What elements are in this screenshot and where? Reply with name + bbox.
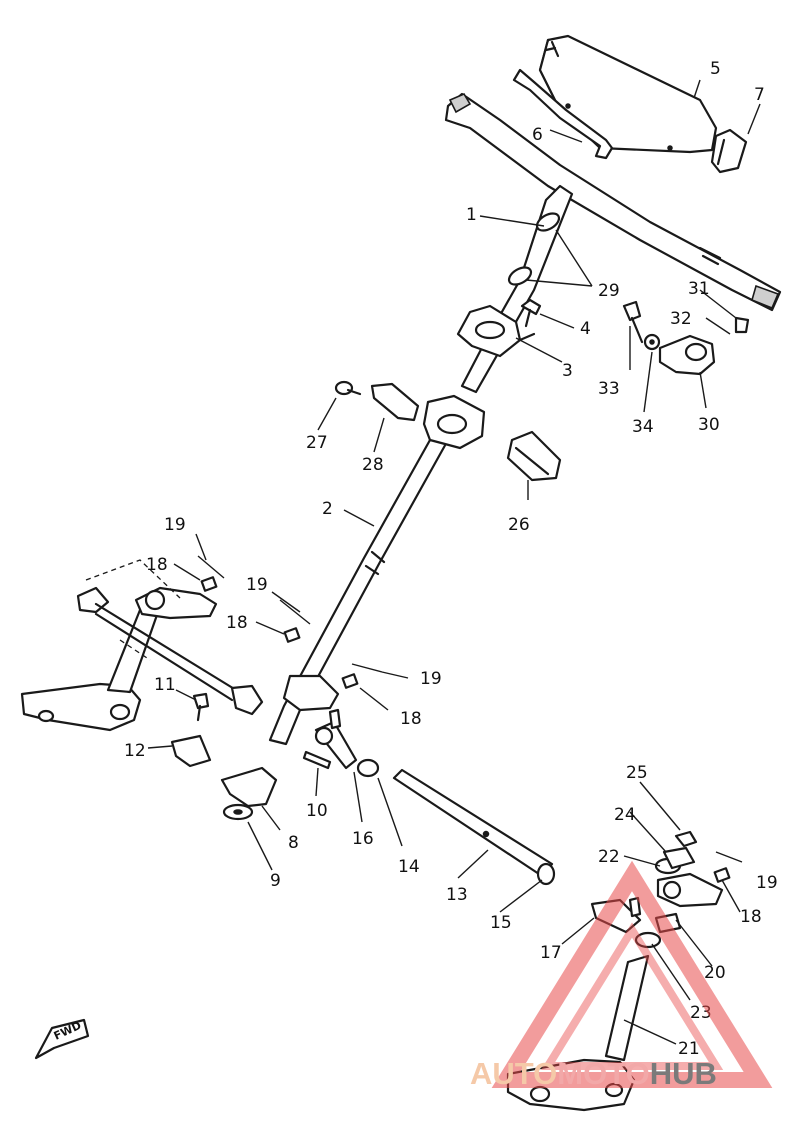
callout-19-c: 19 <box>420 669 442 689</box>
nut-part-18-lower <box>341 673 359 689</box>
watermark-moto: MOTO <box>557 1056 649 1091</box>
bolt-part-11 <box>192 692 210 722</box>
callout-30: 30 <box>698 415 720 435</box>
clamp-part-30 <box>658 334 716 376</box>
callout-19-a: 19 <box>164 515 186 535</box>
bolt-part-27 <box>334 380 362 396</box>
callout-18-b: 18 <box>226 613 248 633</box>
callout-33: 33 <box>598 379 620 399</box>
nut-part-18-center <box>283 627 301 643</box>
cover-part-26 <box>506 430 562 482</box>
callout-7: 7 <box>754 85 765 105</box>
watermark: AUTOMOTOHUB <box>470 860 773 1091</box>
callout-28: 28 <box>362 455 384 475</box>
pin-part-10 <box>302 750 332 770</box>
callout-25: 25 <box>626 763 648 783</box>
callout-labels: 5 7 6 1 29 31 32 4 3 33 34 30 27 28 2 26… <box>124 59 778 1059</box>
callout-24: 24 <box>614 805 636 825</box>
callout-19-b: 19 <box>246 575 268 595</box>
washer-part-9 <box>222 803 254 821</box>
callout-34: 34 <box>632 417 654 437</box>
callout-22: 22 <box>598 847 620 867</box>
callout-18-c: 18 <box>400 709 422 729</box>
cotter-pin-19c <box>351 663 383 673</box>
bolt-part-33 <box>622 300 644 344</box>
watermark-auto: AUTO <box>470 1056 557 1091</box>
callout-8: 8 <box>288 833 299 853</box>
nut-part-18-right <box>713 867 731 883</box>
callout-5: 5 <box>710 59 721 79</box>
nut-part-25 <box>674 830 698 848</box>
plate-part-12 <box>170 734 212 768</box>
callout-27: 27 <box>306 433 328 453</box>
washer-part-34 <box>643 333 661 351</box>
arm-part-8 <box>220 766 278 808</box>
clip-part-7 <box>710 128 748 174</box>
callout-1: 1 <box>466 205 477 225</box>
callout-20: 20 <box>704 963 726 983</box>
handlebar-cover-part <box>538 34 718 154</box>
holder-part-28 <box>370 382 420 422</box>
callout-18-d: 18 <box>740 907 762 927</box>
callout-26: 26 <box>508 515 530 535</box>
locknut-part-14 <box>356 758 380 778</box>
callout-10: 10 <box>306 801 328 821</box>
callout-31: 31 <box>688 279 710 299</box>
callout-6: 6 <box>532 125 543 145</box>
tie-rod-part-13 <box>392 768 554 878</box>
cotter-pin-19a <box>197 555 225 579</box>
svg-text:AUTOMOTOHUB: AUTOMOTOHUB <box>470 1056 717 1091</box>
callout-19-d: 19 <box>756 873 778 893</box>
callout-2: 2 <box>322 499 333 519</box>
cotter-pin-19b <box>279 599 311 625</box>
forward-direction-icon: FWD <box>34 1019 90 1060</box>
bolt-part-4 <box>520 298 542 328</box>
steering-column-part <box>268 394 486 746</box>
watermark-hub: HUB <box>650 1056 717 1091</box>
callout-29: 29 <box>598 281 620 301</box>
callout-11: 11 <box>154 675 176 695</box>
watermark-triangle-icon <box>491 860 773 1088</box>
tie-rod-end-part-16 <box>314 708 358 770</box>
leader-lines <box>147 79 761 1045</box>
callout-32: 32 <box>670 309 692 329</box>
callout-9: 9 <box>270 871 281 891</box>
nut-part-24 <box>662 846 696 870</box>
left-knuckle-assembly <box>20 559 264 732</box>
callout-16: 16 <box>352 829 374 849</box>
boot-part-15 <box>536 862 556 886</box>
callout-21: 21 <box>678 1039 700 1059</box>
callout-17: 17 <box>540 943 562 963</box>
column-holder-part-3 <box>456 304 536 358</box>
callout-4: 4 <box>580 319 591 339</box>
callout-12: 12 <box>124 741 146 761</box>
callout-18-a: 18 <box>146 555 168 575</box>
bracket-part-6 <box>512 68 614 160</box>
cotter-pin-19d <box>715 851 743 863</box>
callout-14: 14 <box>398 857 420 877</box>
callout-3: 3 <box>562 361 573 381</box>
nut-part-18-left <box>200 576 218 592</box>
callout-15: 15 <box>490 913 512 933</box>
bolt-part-31-32 <box>734 316 750 334</box>
callout-13: 13 <box>446 885 468 905</box>
